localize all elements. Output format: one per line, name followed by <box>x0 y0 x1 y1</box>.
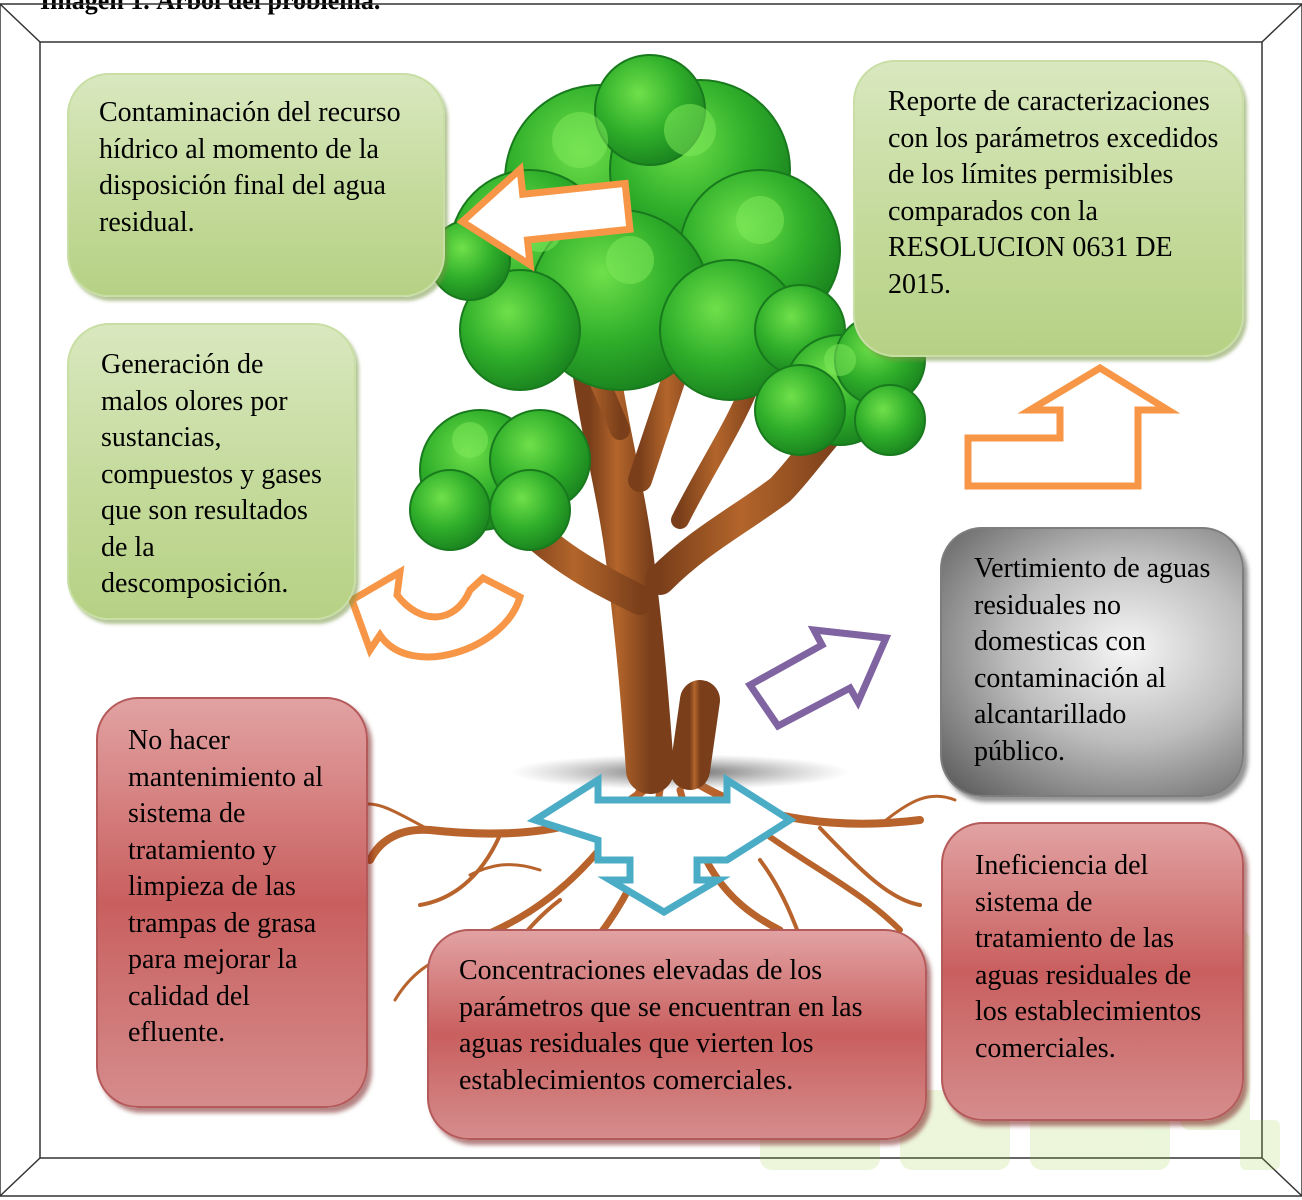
frame-3d <box>0 3 1302 1197</box>
cause-text-mantenimiento: No hacer mantenimiento al sistema de tra… <box>128 725 324 1048</box>
effect-text-malos-olores: Generación de malos olores por sustancia… <box>101 349 322 599</box>
effect-box-reporte: Reporte de caracterizaciones con los par… <box>853 60 1244 357</box>
effect-box-malos-olores: Generación de malos olores por sustancia… <box>67 323 356 620</box>
cause-text-concentraciones: Concentraciones elevadas de los parámetr… <box>459 955 863 1096</box>
effect-text-contaminacion: Contaminación del recurso hídrico al mom… <box>99 97 401 238</box>
effect-box-contaminacion: Contaminación del recurso hídrico al mom… <box>67 73 445 297</box>
consequence-box-vertimiento: Vertimiento de aguas residuales no domes… <box>940 527 1244 797</box>
cause-box-concentraciones: Concentraciones elevadas de los parámetr… <box>427 929 927 1140</box>
effect-text-reporte: Reporte de caracterizaciones con los par… <box>888 86 1219 300</box>
cause-box-mantenimiento: No hacer mantenimiento al sistema de tra… <box>96 697 368 1108</box>
orange-bent-up-arrow <box>964 363 1181 490</box>
orange-uturn-arrow <box>347 565 525 661</box>
blue-t-arrow <box>526 773 797 917</box>
consequence-text-vertimiento: Vertimiento de aguas residuales no domes… <box>974 553 1211 767</box>
purple-diagonal-arrow <box>744 625 892 731</box>
cause-box-ineficiencia: Ineficiencia del sistema de tratamiento … <box>941 822 1244 1121</box>
cause-text-ineficiencia: Ineficiencia del sistema de tratamiento … <box>975 850 1202 1064</box>
orange-left-arrow <box>456 162 634 272</box>
